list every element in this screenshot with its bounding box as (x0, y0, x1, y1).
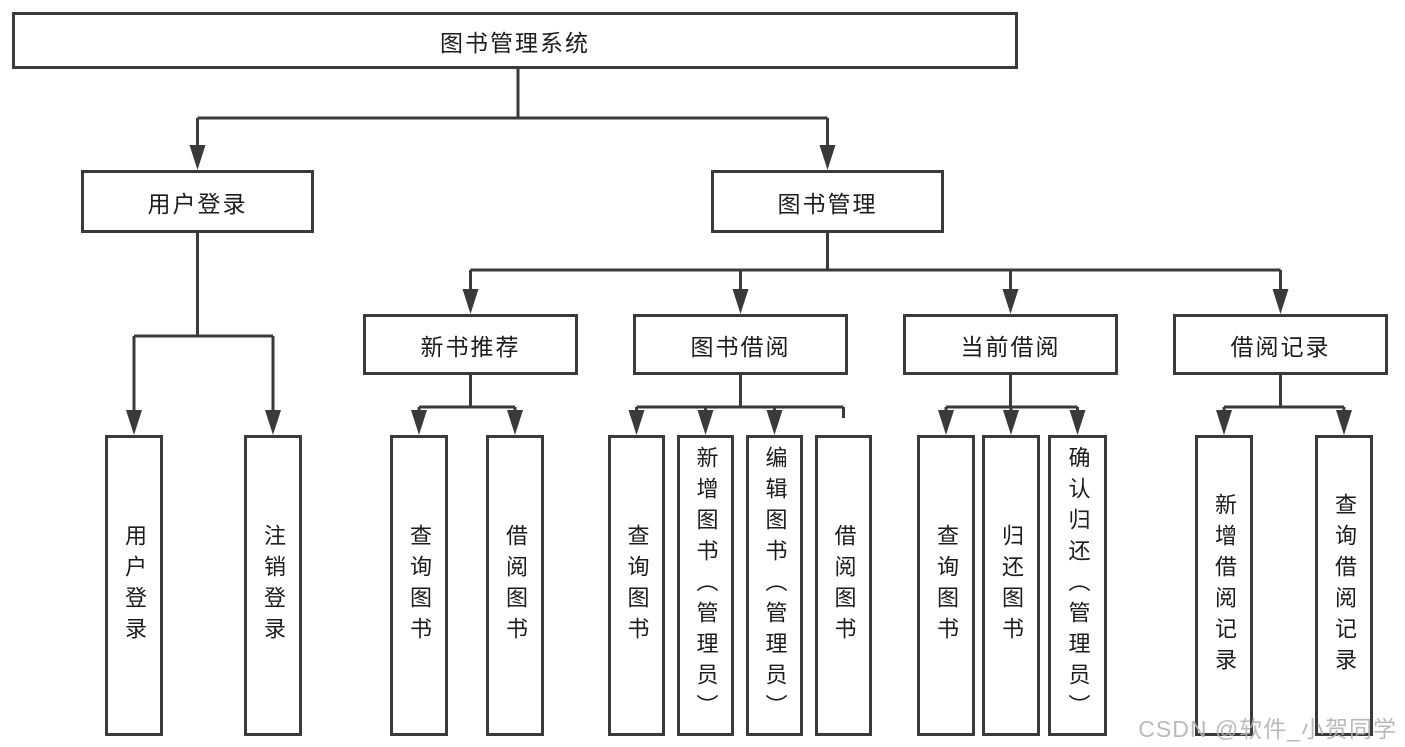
node-borrowing-records: 借阅记录 (1173, 314, 1388, 375)
node-book-borrowing: 图书借阅 (633, 314, 848, 375)
arrow-down-icons (126, 145, 1352, 435)
leaf-logout-login: 注销登录 (244, 435, 302, 736)
leaf-borrowing-borrow-books: 借阅图书 (815, 435, 872, 736)
leaf-current-query-books: 查询图书 (917, 435, 975, 736)
leaf-current-return-books: 归还图书 (982, 435, 1040, 736)
csdn-watermark: CSDN @软件_小贺同学 (1138, 716, 1397, 742)
leaf-recommend-borrow-books: 借阅图书 (486, 435, 544, 736)
node-library-management-system: 图书管理系统 (12, 12, 1018, 69)
leaf-records-query-record: 查询借阅记录 (1315, 435, 1373, 736)
leaf-borrowing-add-books-admin: 新增图书（管理员） (677, 435, 734, 736)
leaf-user-login: 用户登录 (105, 435, 163, 736)
node-new-book-recommend: 新书推荐 (363, 314, 578, 375)
leaf-records-add-record: 新增借阅记录 (1195, 435, 1253, 736)
node-user-login: 用户登录 (81, 170, 314, 233)
leaf-current-confirm-return-admin: 确认归还（管理员） (1048, 435, 1107, 736)
node-book-management: 图书管理 (711, 170, 944, 233)
leaf-recommend-query-books: 查询图书 (390, 435, 448, 736)
leaf-borrowing-query-books: 查询图书 (608, 435, 665, 736)
leaf-borrowing-edit-books-admin: 编辑图书（管理员） (746, 435, 803, 736)
node-current-borrowing: 当前借阅 (903, 314, 1118, 375)
